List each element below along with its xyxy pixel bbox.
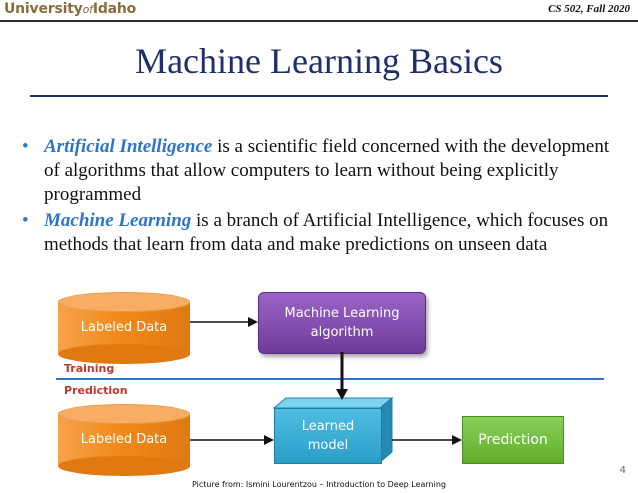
bullet-ai-text: is a scientific field concerned with the… bbox=[44, 136, 610, 205]
bullet-ml-text: is a branch of Artificial Intelligence, … bbox=[44, 210, 609, 255]
header-bar: UniversityofIdaho CS 502, Fall 2020 bbox=[0, 0, 638, 22]
learned-model-cube: Learned model bbox=[274, 408, 382, 464]
arrow-head-ml-to-model bbox=[336, 389, 348, 400]
labeled-data-cylinder-top: Labeled Data bbox=[58, 292, 190, 364]
bullet-ml: • Machine Learning is a branch of Artifi… bbox=[22, 209, 622, 257]
arrow-head-data-to-model bbox=[264, 435, 274, 445]
labeled-data-cylinder-bottom: Labeled Data bbox=[58, 404, 190, 476]
cylinder-top bbox=[58, 292, 190, 312]
training-prediction-separator bbox=[56, 378, 604, 380]
logo-university: University bbox=[4, 1, 83, 17]
prediction-box-label: Prediction bbox=[478, 432, 548, 448]
cylinder-top bbox=[58, 404, 190, 424]
cylinder-bottom bbox=[58, 344, 190, 364]
logo-of: of bbox=[82, 3, 93, 16]
header-divider bbox=[0, 20, 638, 22]
slide-title: Machine Learning Basics bbox=[135, 41, 503, 81]
arrow-head-model-to-prediction bbox=[452, 435, 462, 445]
ml-algorithm-label: Machine Learning algorithm bbox=[284, 306, 400, 340]
picture-credit: Picture from: Ismini Lourentzou – Introd… bbox=[192, 480, 446, 489]
cube-top-face bbox=[272, 397, 394, 409]
cylinder-bottom bbox=[58, 456, 190, 476]
term-ml: Machine Learning bbox=[44, 210, 192, 231]
labeled-data-label-bottom: Labeled Data bbox=[80, 432, 168, 447]
university-logo: UniversityofIdaho bbox=[4, 1, 136, 17]
prediction-label: Prediction bbox=[64, 384, 128, 397]
arrow-head-data-to-ml bbox=[248, 317, 258, 327]
ml-algorithm-box: Machine Learning algorithm bbox=[258, 292, 426, 354]
prediction-box: Prediction bbox=[462, 416, 564, 464]
bullet-list: • Artificial Intelligence is a scientifi… bbox=[22, 135, 622, 259]
labeled-data-label-top: Labeled Data bbox=[80, 320, 168, 335]
learned-model-label: Learned model bbox=[301, 419, 355, 453]
course-label: CS 502, Fall 2020 bbox=[548, 3, 630, 15]
page-number: 4 bbox=[619, 465, 626, 476]
bullet-dot-icon: • bbox=[22, 136, 29, 157]
term-ai: Artificial Intelligence bbox=[44, 136, 213, 157]
training-label: Training bbox=[64, 362, 115, 375]
logo-idaho: Idaho bbox=[92, 1, 137, 17]
bullet-dot-icon: • bbox=[22, 210, 29, 231]
bullet-ai: • Artificial Intelligence is a scientifi… bbox=[22, 135, 622, 207]
title-underline bbox=[30, 95, 608, 97]
